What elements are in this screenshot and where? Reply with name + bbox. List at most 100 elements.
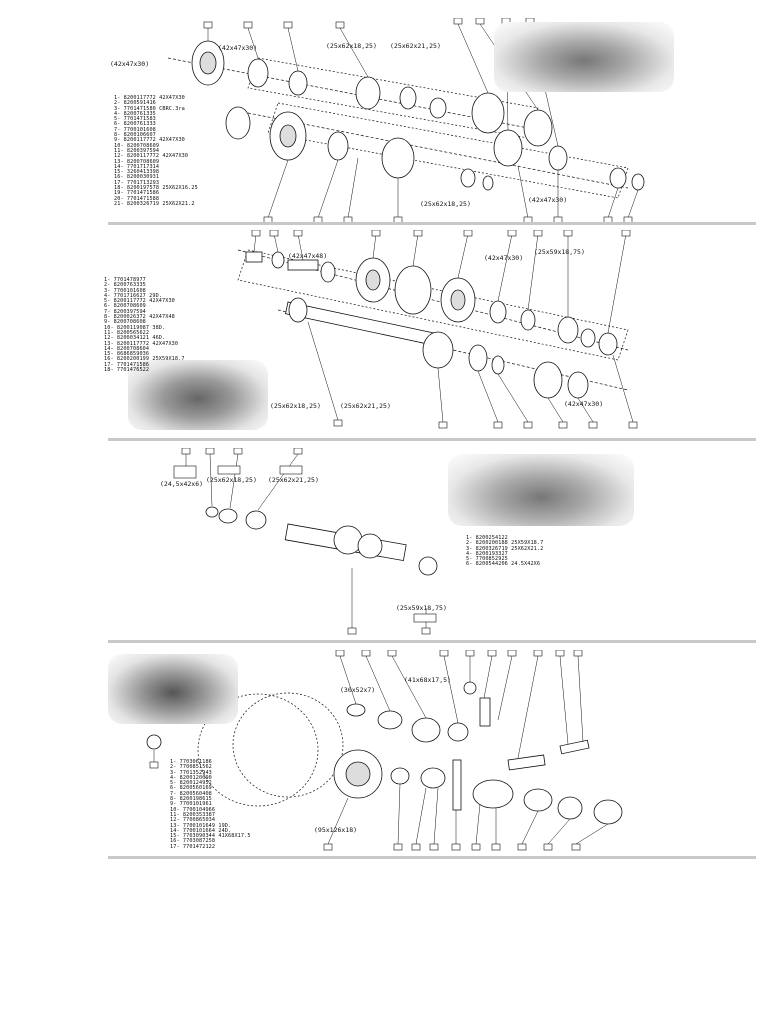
callout-4 [293, 448, 303, 455]
ring-6 [598, 332, 618, 356]
bearing-2 [245, 510, 267, 530]
gear-8 [523, 109, 553, 147]
callout-13 [493, 421, 503, 429]
callout-2 [243, 21, 253, 29]
callout-13 [507, 650, 517, 657]
callout-15 [558, 421, 568, 429]
gear-11 [327, 131, 349, 161]
parts-list-entry: 9- 7700101961 [170, 801, 212, 808]
gear-14 [548, 145, 568, 171]
gear-16 [631, 173, 645, 191]
dim-label-1e: (25x62x18,25) [420, 200, 471, 208]
parts-list-entry: 16- 7703087258 [170, 838, 216, 845]
dim-label-1c: (25x62x18,25) [326, 42, 377, 50]
parts-list-entry: 4- 7701716627 29D. [104, 292, 163, 299]
bearing-2 [411, 717, 441, 743]
parts-list-entry: 4- 8200120090 [170, 774, 212, 781]
bolt-head [463, 681, 477, 695]
divider-3 [108, 640, 756, 643]
dim-label-1a: (42x47x30) [110, 60, 150, 68]
dim-label-2b: (42x47x30) [484, 254, 524, 262]
parts-list-entry: 19- 7701471586 [114, 190, 160, 197]
divider-1 [108, 222, 756, 225]
dim-label-1f: (42x47x30) [528, 196, 568, 204]
ring-5 [580, 328, 596, 348]
divider-4 [108, 856, 756, 859]
callout-4 [335, 21, 345, 29]
parts-list-entry: 2- 7700851562 [170, 764, 212, 771]
dim-label-1d: (25x62x21,25) [390, 42, 441, 50]
callout-6 [475, 18, 485, 25]
callout-17 [387, 650, 397, 657]
callout-16 [439, 650, 449, 657]
parts-list-entry: 1- 7703061186 [170, 759, 212, 765]
gear-12 [381, 137, 415, 179]
parts-list-entry: 5- 7700852925 [466, 556, 508, 563]
callout-3 [471, 843, 481, 851]
parts-list-entry: 2- 8200591416 [114, 100, 156, 107]
callout-15b [465, 650, 475, 657]
parts-list-entry: 6- 8200560169 [170, 785, 212, 792]
callout-10 [621, 230, 631, 237]
ring-1 [271, 251, 285, 269]
dim-label-2f: (25x62x21,25) [340, 402, 391, 410]
panel-3-drawing [173, 448, 438, 635]
parts-list-entry: 17- 7701472122 [170, 843, 216, 850]
ring-8 [491, 355, 505, 375]
parts-list-entry: 8- 8200026372 42X47X48 [104, 314, 175, 321]
parts-list-entry: 1- 8200117772 42X47X30 [114, 95, 185, 101]
callout-6 [463, 230, 473, 237]
parts-list-entry: 9- 8200117772 42X47X30 [114, 137, 185, 144]
parts-list-entry: 21- 8200326719 25X62X21.2 [114, 200, 195, 207]
ring-gear-ghost-2 [232, 692, 344, 798]
parts-list-entry: 5- 7701471583 [114, 116, 156, 123]
callout-11 [571, 843, 581, 851]
callout-7 [573, 650, 583, 657]
parts-list-entry: 7- 8200560408 [170, 790, 212, 797]
divider-2 [108, 438, 756, 441]
panel-4-drawing [146, 650, 623, 851]
bearing-symbol-a [217, 465, 241, 475]
parts-list-entry: 18- 7701476522 [104, 367, 150, 374]
dim-label-1b: (42x47x30) [218, 44, 258, 52]
parts-list-entry: 4- 8200193327 [466, 550, 508, 557]
bearing-3 [418, 556, 438, 576]
callout-9 [517, 843, 527, 851]
parts-list-entry: 8- 8200106607 [114, 132, 156, 139]
dim-label-4a: (30x52x7) [340, 686, 376, 694]
dim-label-2c: (25x59x18,75) [534, 248, 585, 256]
parts-list-entry: 11- 8200565622 [104, 329, 150, 336]
parts-list-entry: 13- 8200708609 [114, 158, 160, 165]
parts-list-entry: 13- 8200117772 42X47X30 [104, 340, 179, 347]
parts-list-entry: 14- 8200708604 [104, 345, 150, 352]
bearing-1 [557, 316, 579, 344]
callout-4 [371, 230, 381, 237]
gear-15 [609, 167, 627, 189]
callout-6 [181, 448, 191, 455]
parts-list-entry: 17- 7701713293 [114, 179, 160, 186]
shaft-end [288, 297, 308, 323]
parts-list-entry: 4- 8200761335 [114, 110, 156, 117]
parts-list-entry: 10- 8200708609 [114, 142, 160, 149]
callout-5 [429, 843, 439, 851]
gear-4 [355, 76, 381, 110]
callout-10 [543, 843, 553, 851]
callout-3 [233, 448, 243, 455]
dim-label-4b: (41x68x17,5) [404, 676, 451, 684]
gear-7 [471, 92, 505, 134]
parts-list-entry: 2- 8200200188 25X59X18.7 [466, 540, 544, 547]
ring-gear-ghost-1 [197, 693, 319, 807]
callout-2 [421, 627, 431, 635]
parts-list-entry: 6- 8200544206 24.5X42X6 [466, 561, 541, 568]
parts-list-entry: 14- 7701717314 [114, 163, 160, 170]
callout-5 [453, 18, 463, 25]
shaft-axis-upper [167, 57, 529, 129]
bearing-symbol-c [413, 613, 437, 623]
parts-list-entry: 15- 8686859036 [104, 351, 150, 358]
gear-1 [333, 525, 363, 555]
panel-1-drawing [167, 18, 645, 224]
gear-13 [493, 129, 523, 167]
callout-1 [251, 230, 261, 237]
